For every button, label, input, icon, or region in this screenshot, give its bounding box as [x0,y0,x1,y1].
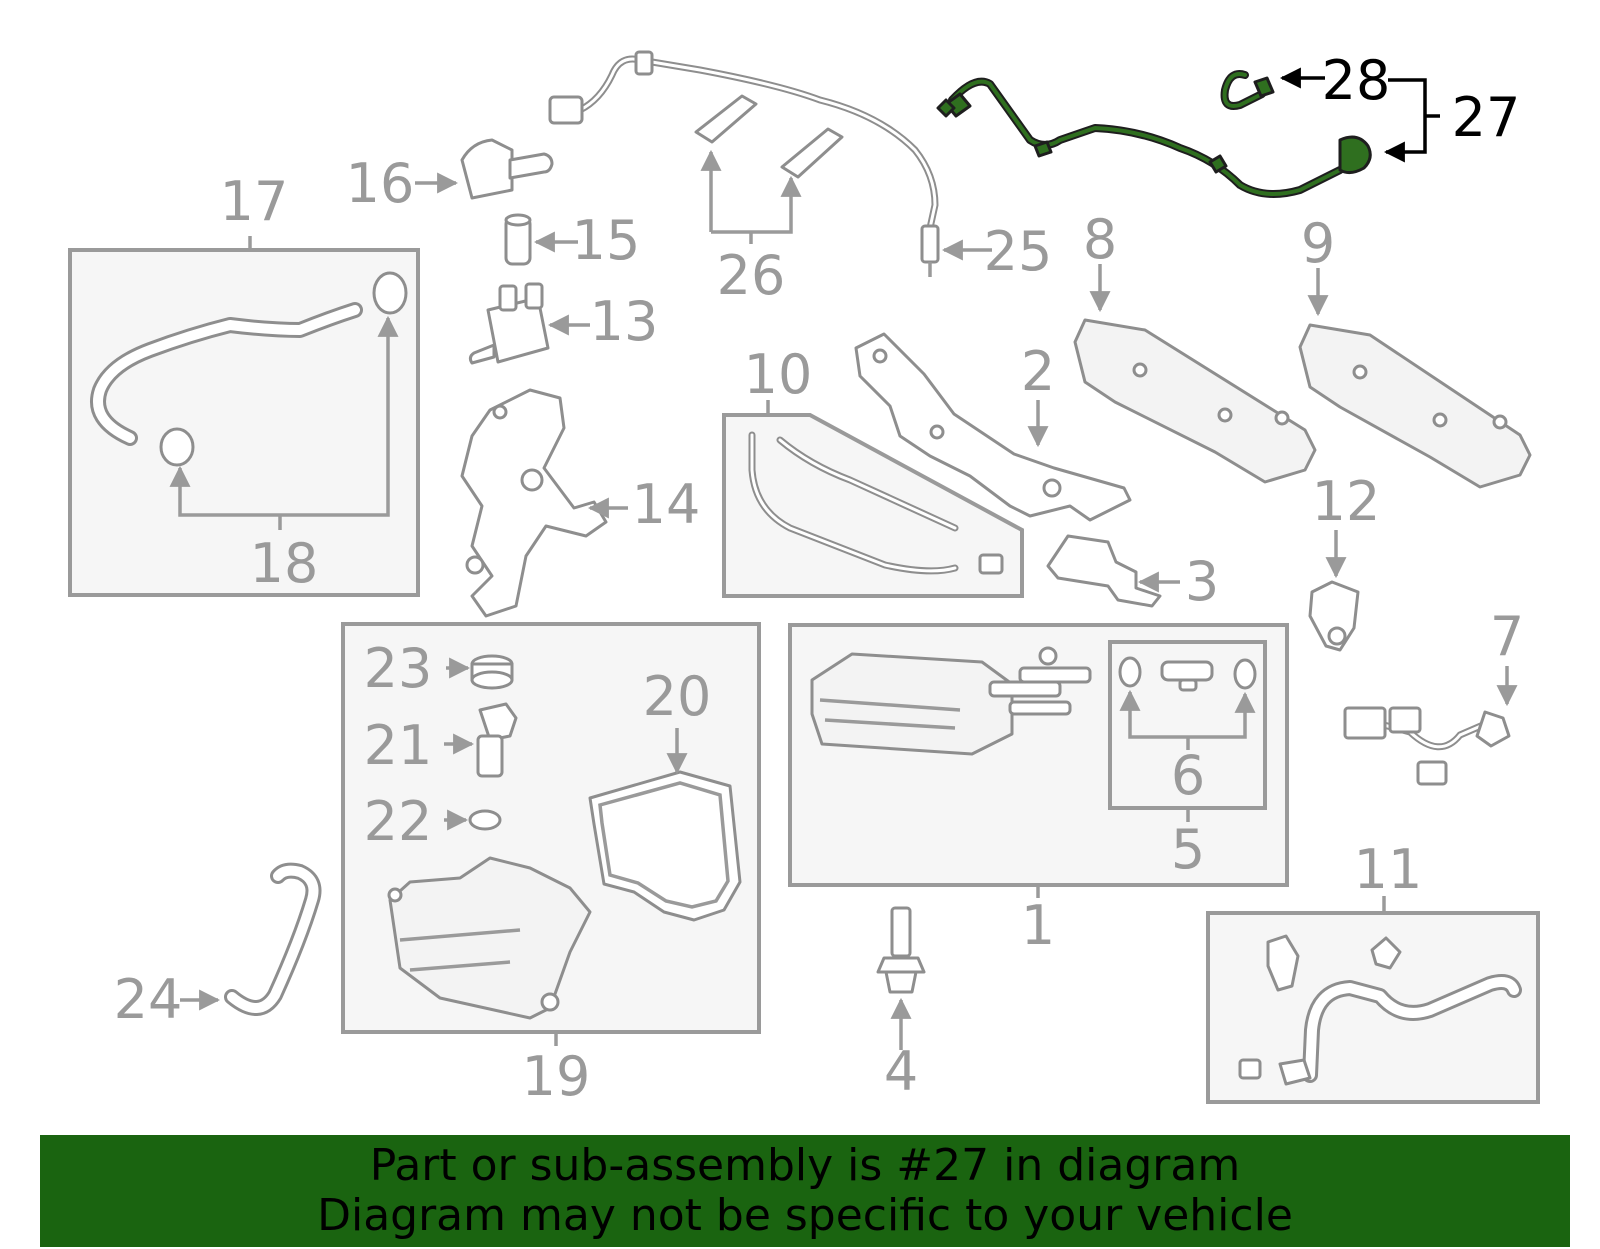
callout-12: 12 [1312,470,1381,533]
part-8-heat-shield[interactable] [1073,318,1317,484]
callout-18: 18 [250,532,319,595]
callout-13: 13 [590,290,659,353]
part-25-sensor-harness[interactable] [548,50,940,277]
leader-6b [1188,691,1256,739]
callout-3: 3 [1185,550,1219,613]
callout-25: 25 [984,220,1053,283]
callout-14: 14 [632,473,701,536]
callout-16: 16 [346,152,415,215]
callout-8: 8 [1083,208,1117,271]
part-10-tube-set[interactable] [748,431,1004,575]
part-17-hose[interactable] [90,302,363,446]
part-7-harness[interactable] [1343,706,1511,786]
leader-6a [1119,689,1188,739]
group-box-17 [68,248,420,597]
part-2-brace[interactable] [854,332,1132,522]
part-28-connector-clip[interactable] [1220,70,1275,110]
part-18-hose-clamps[interactable] [159,271,408,467]
part-6-o-rings[interactable] [1118,656,1257,690]
callout-1: 1 [1021,894,1055,957]
part-16-valve[interactable] [460,138,554,200]
callout-4: 4 [884,1040,918,1103]
callout-24: 24 [114,968,183,1031]
callout-23: 23 [364,637,433,700]
callout-7: 7 [1490,605,1524,668]
part-3-bracket[interactable] [1046,534,1162,608]
part-11-hose-assembly[interactable] [1238,934,1522,1086]
callout-20: 20 [643,665,712,728]
callout-15: 15 [572,209,641,272]
part-21-pcv-valve[interactable] [476,702,518,778]
group-box-10 [722,413,1024,598]
callout-21: 21 [364,714,433,777]
part-14-bracket[interactable] [460,388,608,618]
part-22-o-ring[interactable] [468,809,502,831]
callout-17: 17 [220,170,289,233]
leader-26b [711,175,802,234]
callout-26: 26 [717,244,786,307]
part-1-canister[interactable] [810,646,1092,756]
part-20-gasket[interactable] [588,770,742,922]
callout-10: 10 [744,343,813,406]
callout-6: 6 [1171,744,1205,807]
callout-2: 2 [1021,340,1055,403]
part-5-valve[interactable] [1160,660,1214,692]
part-9-heat-shield[interactable] [1298,323,1532,489]
group-box-11 [1206,911,1540,1104]
callout-9: 9 [1301,212,1335,275]
part-19-cover[interactable] [387,856,592,1020]
callout-5: 5 [1171,818,1205,881]
part-4-bolt[interactable] [876,906,926,994]
callout-27: 27 [1452,86,1521,149]
callout-19: 19 [522,1045,591,1108]
bracket-27 [1383,78,1427,163]
banner-disclaimer-text: Diagram may not be specific to your vehi… [317,1190,1293,1241]
part-13-solenoid[interactable] [468,282,550,365]
part-12-sensor[interactable] [1308,580,1360,652]
banner-part-number-text: Part or sub-assembly is #27 in diagram [369,1140,1241,1191]
part-26-harness-clips[interactable] [694,94,844,179]
part-24-hose[interactable] [224,862,322,1016]
info-banner: Part or sub-assembly is #27 in diagram D… [40,1135,1570,1247]
part-23-cap[interactable] [470,654,514,690]
part-27-oxygen-sensor[interactable] [936,77,1372,198]
part-15-bushing[interactable] [504,213,532,266]
callout-22: 22 [364,790,433,853]
leader-18a [169,465,280,517]
callout-11: 11 [1354,838,1423,901]
callout-28: 28 [1322,49,1391,112]
leader-18b [280,315,399,517]
